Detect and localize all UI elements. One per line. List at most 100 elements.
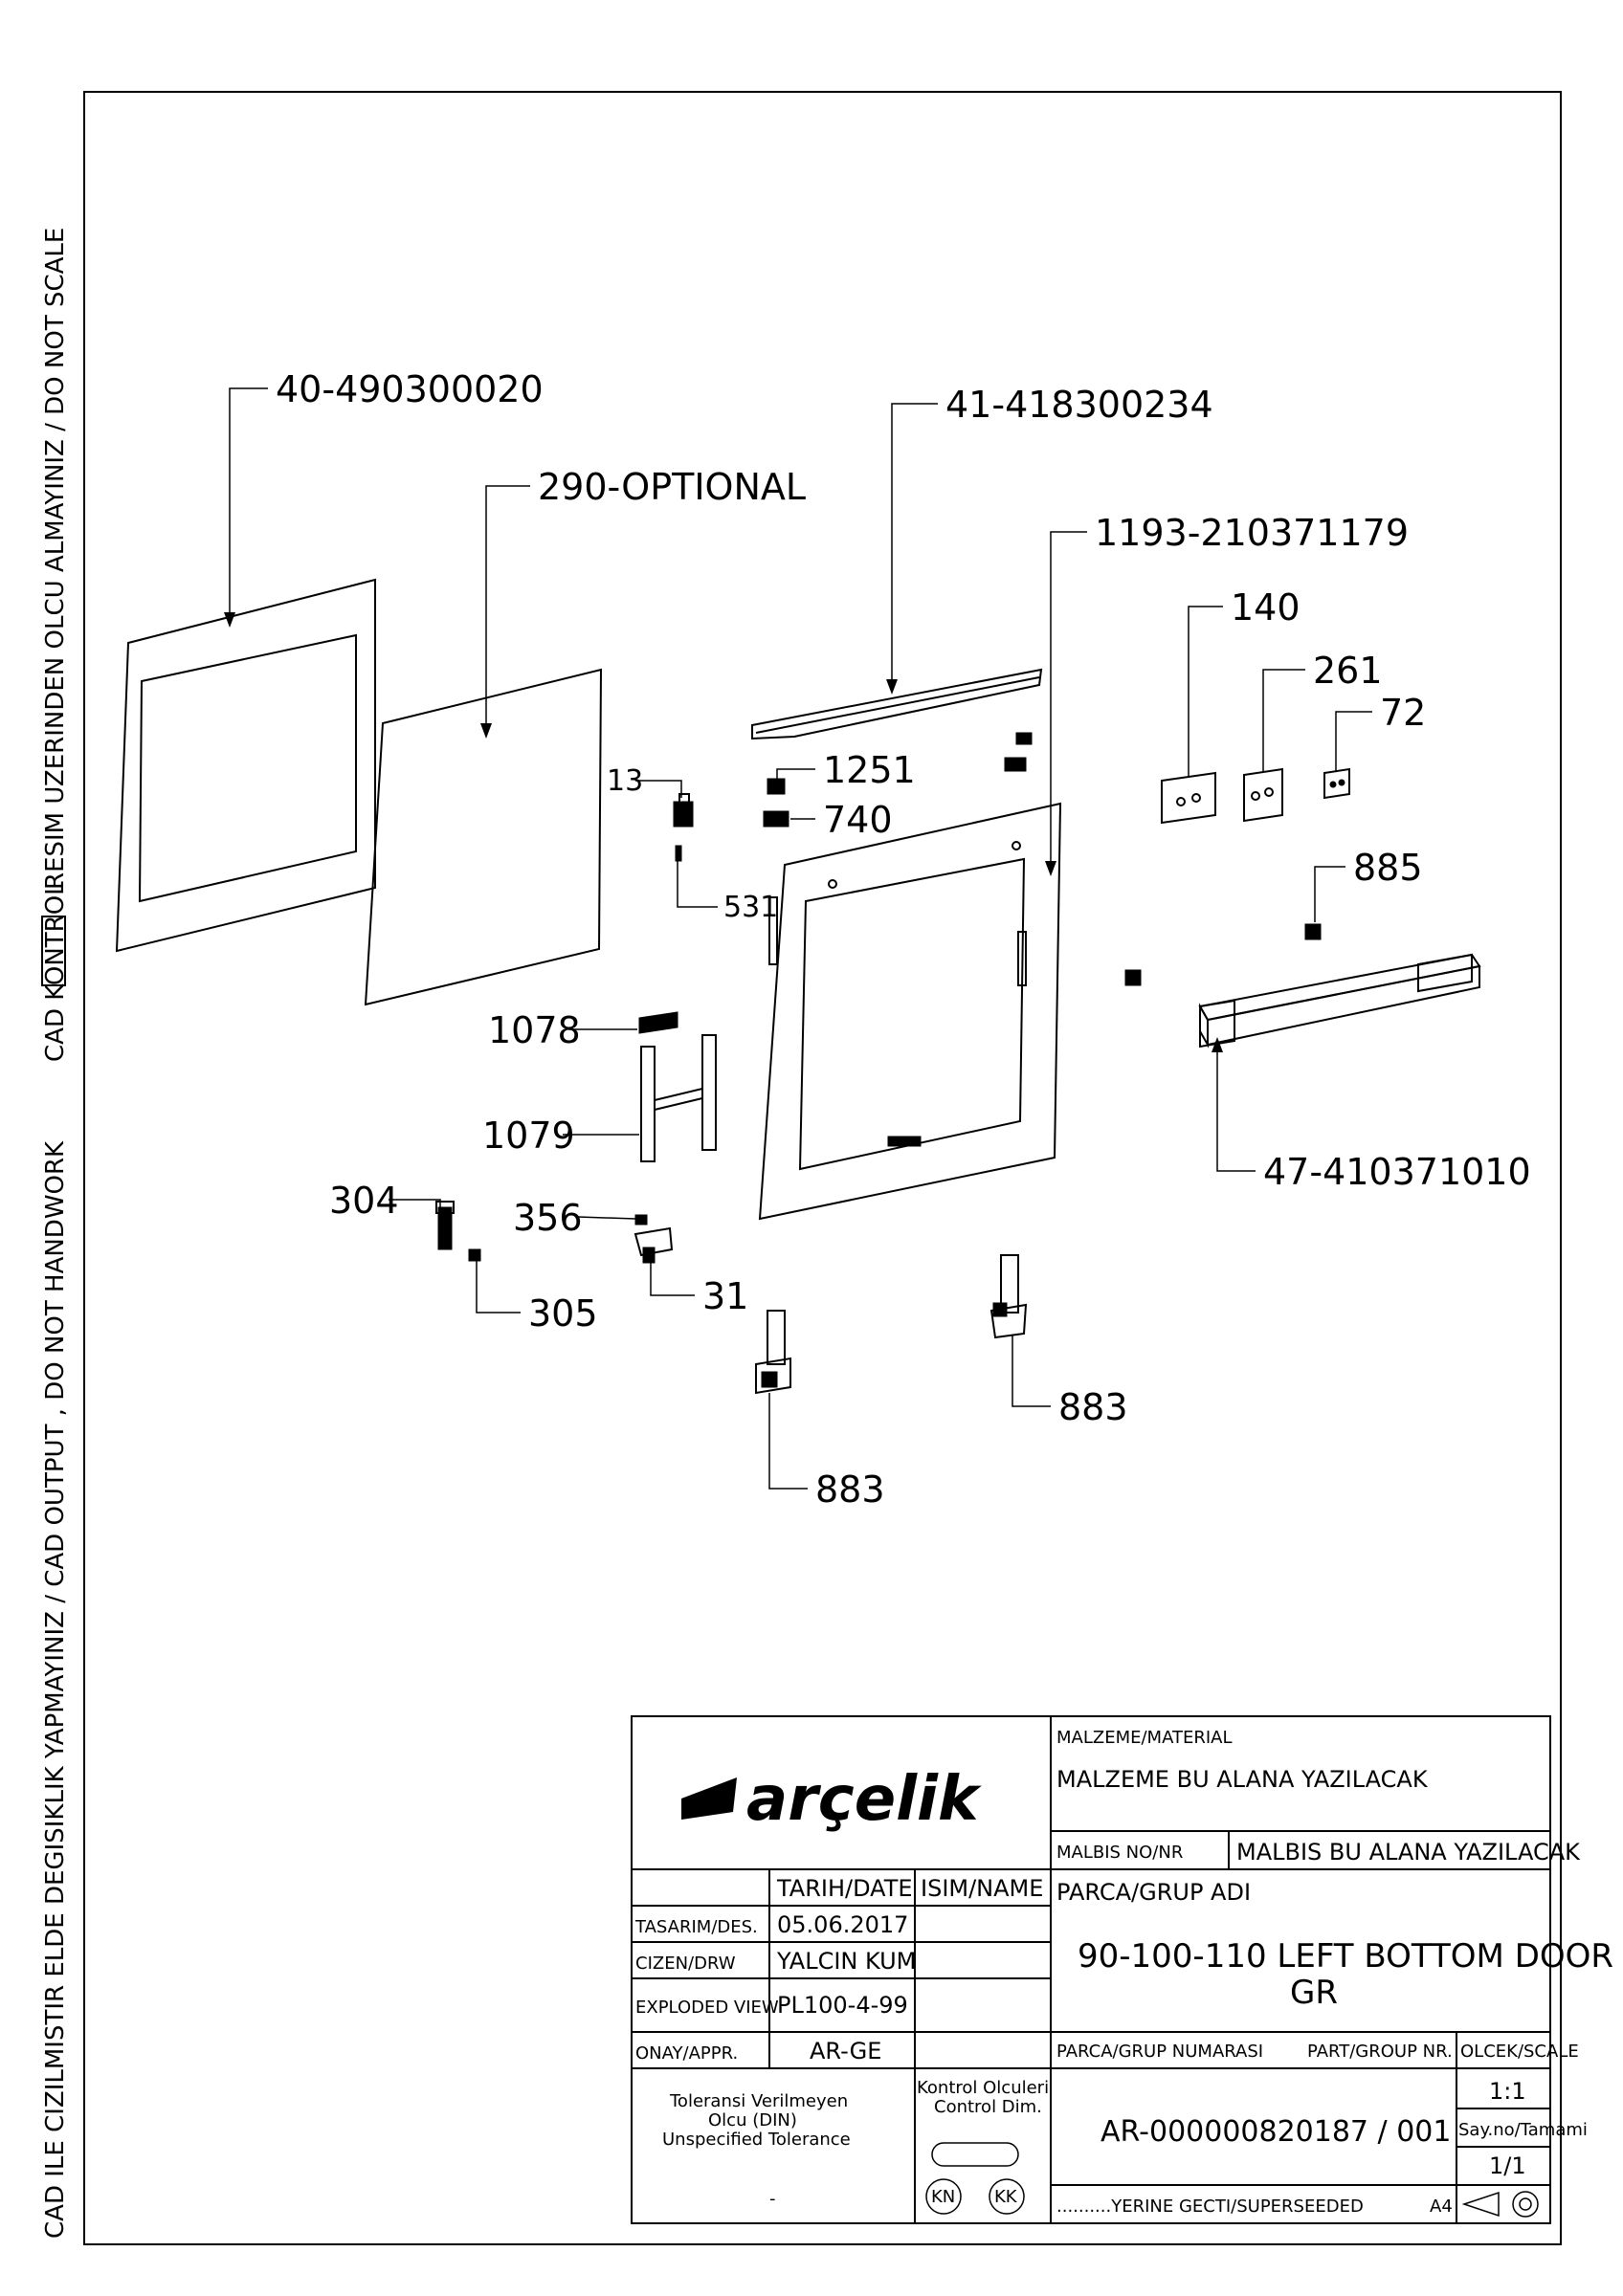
scale-value: 1:1: [1489, 2078, 1526, 2105]
callout-290: 290-OPTIONAL: [538, 466, 806, 508]
leader-304: [389, 1199, 441, 1207]
part-140-block: [1161, 771, 1216, 825]
part-261-block: [1243, 767, 1283, 823]
row-value-approval: AR-GE: [810, 2038, 881, 2064]
scale-label: OLCEK/SCALE: [1460, 2042, 1579, 2062]
part-inner-door-frame: [758, 802, 1062, 1221]
callout-40: 40-490300020: [276, 368, 544, 410]
leader-72: [1335, 711, 1372, 771]
part-1078: [638, 1011, 678, 1034]
part-13-bracket: [673, 793, 694, 828]
leader-41: [891, 403, 938, 691]
svg-text:arçelik: arçelik: [746, 1764, 982, 1835]
callout-47: 47-410371010: [1263, 1151, 1531, 1193]
part-1251-clip: [767, 778, 786, 795]
leader-290: [485, 485, 530, 735]
row-role-approval: ONAY/APPR.: [635, 2043, 738, 2064]
leader-531: [677, 861, 718, 908]
callout-261: 261: [1313, 650, 1383, 692]
callout-1251: 1251: [823, 749, 916, 791]
control-dims-line1: Kontrol Olculeri: [917, 2078, 1049, 2098]
part-inner-glass: [364, 668, 603, 1006]
tolerance-dash: -: [769, 2189, 776, 2209]
part-740-clip: [763, 810, 789, 828]
leader-140: [1188, 606, 1223, 777]
malbis-label: MALBIS NO/NR: [1056, 1843, 1183, 1863]
malbis-value: MALBIS BU ALANA YAZILACAK: [1236, 1839, 1581, 1866]
callout-140: 140: [1231, 586, 1301, 629]
part-885-screw: [1124, 923, 1322, 986]
part-number-label-tr: PARCA/GRUP NUMARASI: [1056, 2042, 1263, 2062]
callout-885: 885: [1353, 847, 1423, 889]
leader-1193: [1050, 531, 1087, 872]
part-1079-hinge-plate: [640, 1034, 717, 1162]
part-group-name-line1: 90-100-110 LEFT BOTTOM DOOR: [1078, 1937, 1613, 1976]
leader-47: [1216, 1041, 1256, 1172]
control-dims-oval: [931, 2142, 1019, 2167]
material-value: MALZEME BU ALANA YAZILACAK: [1056, 1766, 1429, 1793]
leader-31: [650, 1261, 695, 1296]
part-72-block: [1323, 767, 1350, 800]
callout-883-left: 883: [815, 1468, 885, 1511]
part-356: [634, 1214, 648, 1225]
leader-261: [1262, 669, 1305, 771]
part-clip-upper-right: [1004, 732, 1033, 772]
tolerance-line3: Unspecified Tolerance: [662, 2130, 851, 2150]
part-handle: [1198, 953, 1481, 1049]
tolerance-line2: Olcu (DIN): [708, 2110, 797, 2130]
part-group-name-line2: GR: [1290, 1974, 1338, 2012]
part-outer-glass-frame: [115, 578, 376, 953]
side-note-box: [41, 916, 66, 986]
callout-72: 72: [1380, 692, 1426, 734]
projection-symbol-icon: [1461, 2191, 1539, 2218]
tolerance-line1: Toleransi Verilmeyen: [669, 2091, 848, 2111]
callout-1079: 1079: [482, 1115, 575, 1157]
side-note-do-not-scale: RESIM UZERINDEN OLCU ALMAYINIZ / DO NOT …: [41, 228, 70, 890]
callout-531: 531: [723, 891, 778, 924]
col-name-header: ISIM/NAME: [921, 1875, 1043, 1902]
control-dims-line2: Control Dim.: [934, 2097, 1042, 2117]
material-label: MALZEME/MATERIAL: [1056, 1728, 1233, 1748]
callout-883-right: 883: [1058, 1386, 1128, 1428]
callout-13: 13: [607, 764, 643, 798]
callout-356: 356: [513, 1197, 583, 1239]
leader-305: [476, 1261, 521, 1314]
row-role-exploded: EXPLODED VIEW: [635, 1998, 779, 2018]
leader-885: [1314, 866, 1345, 922]
part-305: [468, 1248, 481, 1262]
callout-305: 305: [528, 1292, 598, 1335]
leader-883-left: [768, 1393, 808, 1490]
row-value-drawn: YALCIN KUM: [776, 1948, 916, 1975]
leader-1251: [776, 768, 815, 781]
callout-1078: 1078: [488, 1009, 581, 1051]
row-value-exploded: PL100-4-99: [777, 1992, 908, 2019]
row-value-design: 05.06.2017: [777, 1911, 908, 1938]
side-note-do-not-handwork: CAD ILE CIZILMISTIR ELDE DEGISIKLIK YAPM…: [41, 1140, 70, 2239]
row-role-drawn: CIZEN/DRW: [635, 1954, 736, 1974]
part-number-value: AR-000000820187 / 001: [1101, 2115, 1451, 2149]
sheet-value: 1/1: [1489, 2152, 1526, 2179]
part-883-hinge-left: [755, 1310, 791, 1395]
row-role-design: TASARIM/DES.: [634, 1917, 758, 1937]
kn-label: KN: [931, 2187, 955, 2207]
part-group-label: PARCA/GRUP ADI: [1056, 1879, 1251, 1906]
kk-label: KK: [994, 2187, 1018, 2207]
leader-40: [229, 387, 268, 624]
part-top-profile: [751, 668, 1043, 740]
part-304: [435, 1201, 455, 1250]
part-883-hinge-right: [989, 1254, 1028, 1339]
callout-1193: 1193-210371179: [1095, 512, 1409, 554]
title-block: [631, 1715, 1551, 2224]
arcelik-logo: arçelik: [681, 1764, 982, 1835]
leader-13: [635, 780, 682, 798]
superseded-label: ..........YERINE GECTI/SUPERSEEDED: [1056, 2197, 1364, 2217]
leader-883-right: [1012, 1336, 1051, 1407]
paper-size: A4: [1430, 2197, 1453, 2217]
leader-356: [577, 1216, 636, 1220]
callout-41: 41-418300234: [945, 384, 1213, 426]
kk-stamp: [989, 2178, 1025, 2215]
callout-304: 304: [329, 1180, 399, 1222]
part-31: [634, 1226, 674, 1264]
sheet-border: [83, 91, 1562, 2245]
